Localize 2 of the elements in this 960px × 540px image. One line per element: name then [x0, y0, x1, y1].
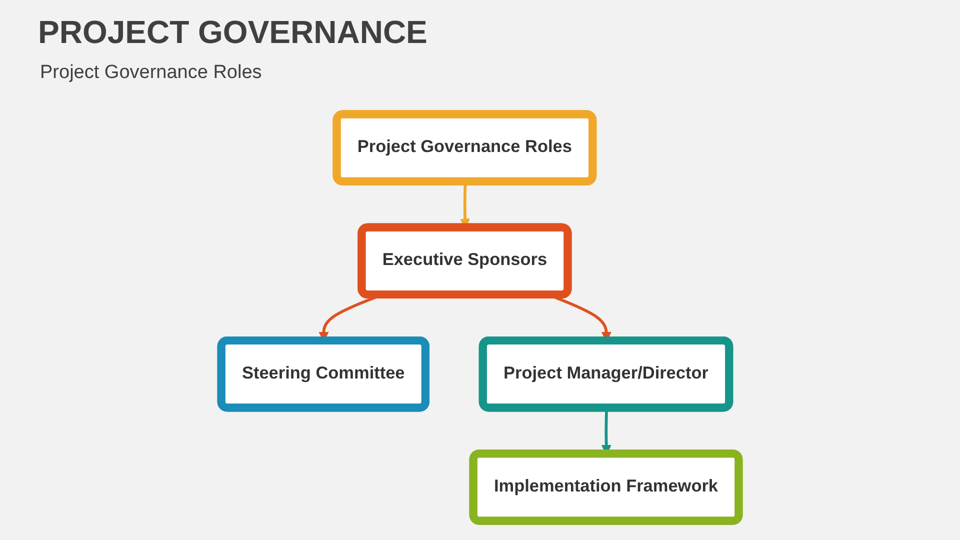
subtitle: Project Governance Roles	[40, 62, 262, 84]
slide-title: PROJECT GOVERNANCE	[38, 14, 428, 51]
